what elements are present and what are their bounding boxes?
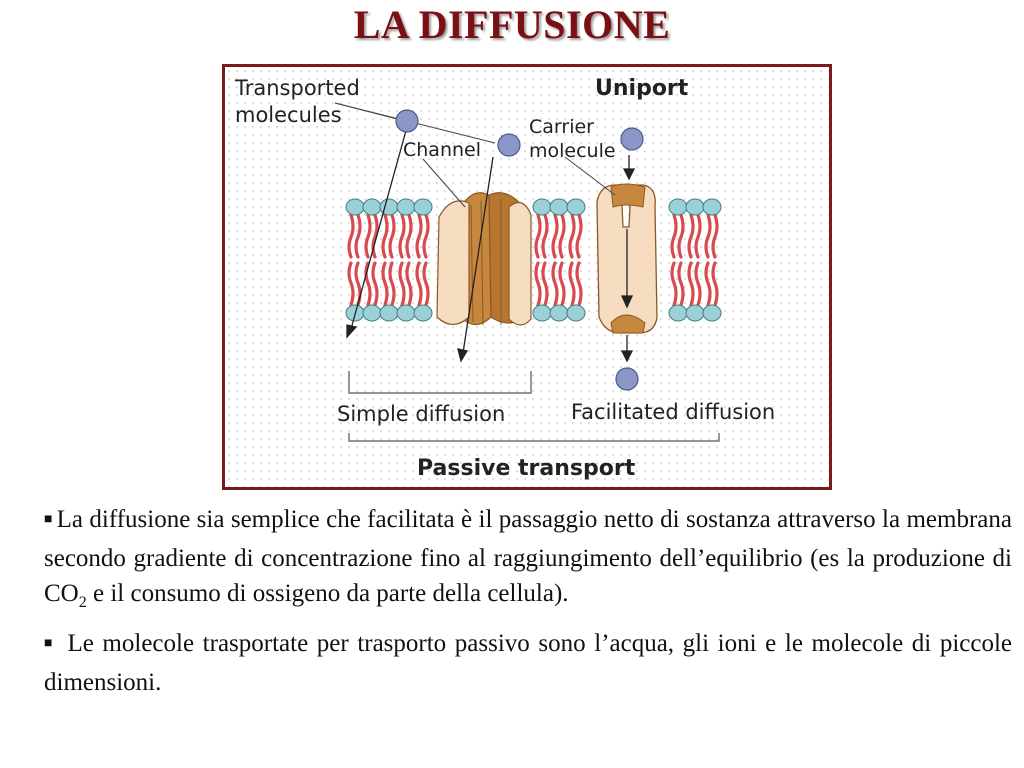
lipid-tail xyxy=(551,213,559,307)
co2-subscript: 2 xyxy=(78,594,87,611)
phospholipid-head xyxy=(549,198,569,216)
lipid-tails xyxy=(347,213,719,307)
phospholipid-head xyxy=(379,304,399,322)
label-channel: Channel xyxy=(403,139,481,161)
phospholipid-heads xyxy=(345,198,722,322)
slide-title: LA DIFFUSIONE xyxy=(353,2,671,47)
phospholipid-head xyxy=(566,198,586,216)
lipid-tail xyxy=(568,213,576,307)
phospholipid-head xyxy=(396,304,416,322)
lipid-tail xyxy=(371,213,379,307)
lipid-tail xyxy=(558,213,566,307)
phospholipid-head xyxy=(668,198,688,216)
lipid-tail xyxy=(704,213,712,307)
label-carrier-line1: Carrier xyxy=(529,116,594,138)
molecule-icon xyxy=(497,133,521,157)
phospholipid-head xyxy=(566,304,586,322)
paragraph-molecules: ■ Le molecole trasportate per trasporto … xyxy=(44,626,1012,700)
lipid-tail xyxy=(381,213,389,307)
diagram-brackets xyxy=(348,371,720,442)
lipid-tail xyxy=(677,213,685,307)
flow-arrows xyxy=(346,126,636,363)
channel-protein xyxy=(436,192,532,326)
molecule-icon xyxy=(615,367,639,391)
label-carrier-line2: molecule xyxy=(529,140,616,162)
phospholipid-head xyxy=(702,304,722,322)
lipid-tail xyxy=(575,213,583,307)
phospholipid-head xyxy=(532,304,552,322)
passive-transport-diagram: Transported molecules Uniport Channel Ca… xyxy=(225,67,829,487)
lipid-tail xyxy=(694,213,702,307)
phospholipid-head xyxy=(362,198,382,216)
leader-lines xyxy=(334,102,616,208)
phospholipid-head xyxy=(549,304,569,322)
paragraph-diffusion-text: La diffusione sia semplice che facilitat… xyxy=(44,506,1012,607)
phospholipid-head xyxy=(702,198,722,216)
phospholipid-head xyxy=(685,304,705,322)
molecule-icon xyxy=(395,109,419,133)
lipid-tail xyxy=(405,213,413,307)
lipid-tail xyxy=(347,213,355,307)
label-transported-line2: molecules xyxy=(235,103,342,127)
phospholipid-head xyxy=(413,304,433,322)
diagram-figure: Transported molecules Uniport Channel Ca… xyxy=(222,64,832,490)
label-simple-diffusion: Simple diffusion xyxy=(337,402,505,426)
lipid-tail xyxy=(388,213,396,307)
label-transported-line1: Transported xyxy=(234,76,360,100)
lipid-tail xyxy=(398,213,406,307)
lipid-tail xyxy=(687,213,695,307)
bullet-icon: ■ xyxy=(44,636,55,651)
label-uniport: Uniport xyxy=(595,76,689,101)
lipid-tail xyxy=(534,213,542,307)
lipid-tail xyxy=(541,213,549,307)
label-facilitated-diffusion: Facilitated diffusion xyxy=(571,400,775,424)
lipid-tail xyxy=(670,213,678,307)
paragraph-molecules-text: Le molecole trasportate per trasporto pa… xyxy=(44,630,1013,696)
paragraph-diffusion: ■La diffusione sia semplice che facilita… xyxy=(44,502,1012,620)
molecule-icon xyxy=(620,127,644,151)
label-passive-transport: Passive transport xyxy=(417,456,636,481)
phospholipid-head xyxy=(668,304,688,322)
phospholipid-head xyxy=(532,198,552,216)
transported-molecules xyxy=(395,109,644,391)
phospholipid-head xyxy=(396,198,416,216)
phospholipid-head xyxy=(685,198,705,216)
phospholipid-head xyxy=(413,198,433,216)
phospholipid-head xyxy=(345,198,365,216)
slide-body: ■La diffusione sia semplice che facilita… xyxy=(44,502,1012,706)
bullet-icon: ■ xyxy=(44,512,53,527)
lipid-tail xyxy=(422,213,430,307)
phospholipid-head xyxy=(362,304,382,322)
lipid-tail xyxy=(711,213,719,307)
lipid-tail xyxy=(364,213,372,307)
lipid-tail xyxy=(415,213,423,307)
paragraph-diffusion-end: e il consumo di ossigeno da parte della … xyxy=(86,580,569,607)
